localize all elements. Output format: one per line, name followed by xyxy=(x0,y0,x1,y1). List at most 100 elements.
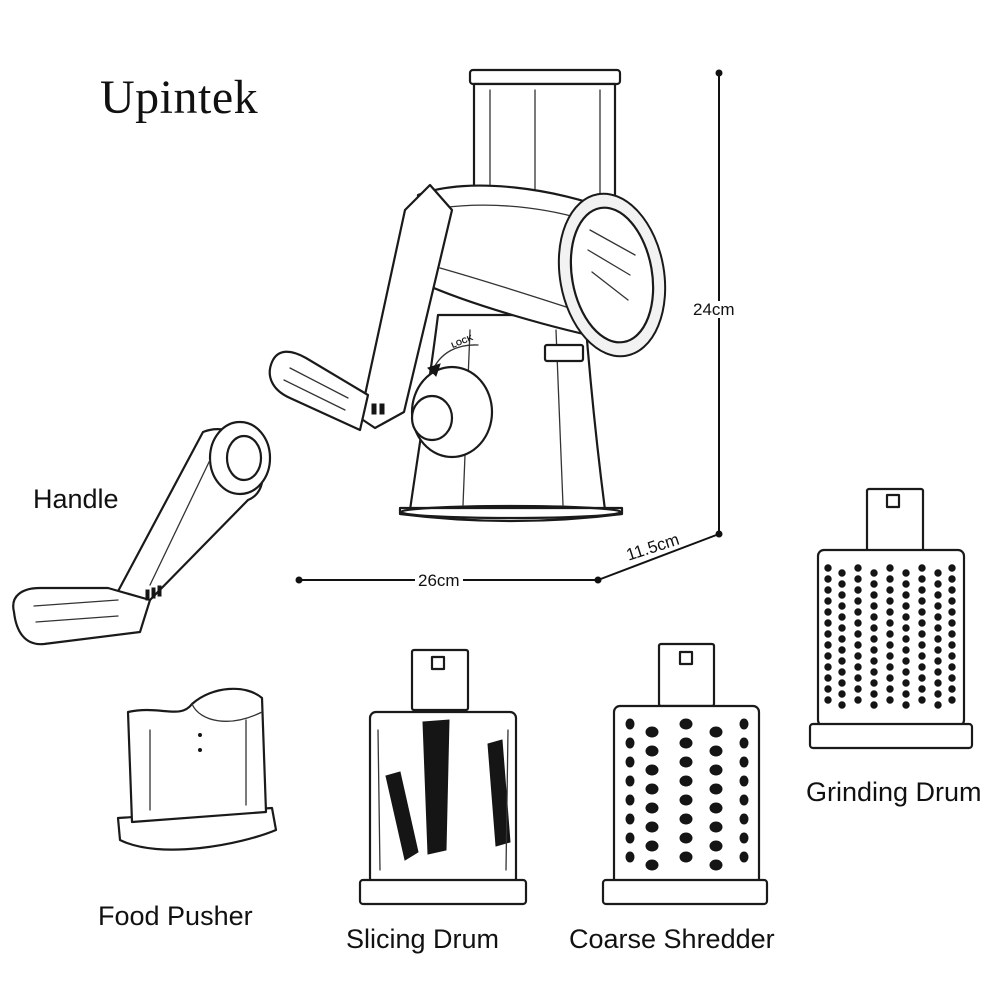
handle-illustration xyxy=(12,420,272,646)
drum-hole xyxy=(625,737,635,749)
drum-hole xyxy=(645,821,659,833)
drum-hole xyxy=(854,652,862,660)
drum-hole xyxy=(918,674,926,682)
drum-hole xyxy=(854,619,862,627)
drum-hole xyxy=(838,657,846,665)
drum-hole xyxy=(870,646,878,654)
drum-hole xyxy=(918,685,926,693)
drum-hole xyxy=(918,619,926,627)
drum-hole xyxy=(934,668,942,676)
drum-hole xyxy=(886,685,894,693)
drum-hole xyxy=(709,726,723,738)
drum-hole xyxy=(918,696,926,704)
drum-hole xyxy=(934,646,942,654)
drum-hole xyxy=(886,619,894,627)
drum-hole xyxy=(902,569,910,577)
drum-hole xyxy=(679,794,693,806)
drum-hole xyxy=(934,690,942,698)
depth-dimension-line xyxy=(597,533,720,581)
drum-hole xyxy=(886,575,894,583)
drum-hole xyxy=(902,690,910,698)
drum-hole xyxy=(854,575,862,583)
drum-hole xyxy=(679,737,693,749)
drum-hole xyxy=(934,679,942,687)
grinding-drum-illustration xyxy=(808,487,974,750)
drum-hole xyxy=(948,696,956,704)
drum-hole xyxy=(679,756,693,768)
drum-hole xyxy=(948,619,956,627)
drum-hole xyxy=(948,641,956,649)
drum-hole xyxy=(870,679,878,687)
drum-hole xyxy=(838,613,846,621)
drum-hole xyxy=(948,575,956,583)
drum-hole xyxy=(934,624,942,632)
width-dimension-label: 26cm xyxy=(415,572,463,589)
drum-hole xyxy=(854,630,862,638)
drum-hole xyxy=(854,685,862,693)
drum-hole xyxy=(886,652,894,660)
drum-hole xyxy=(934,635,942,643)
drum-hole xyxy=(709,745,723,757)
drum-hole xyxy=(838,646,846,654)
drum-hole xyxy=(870,635,878,643)
drum-hole xyxy=(739,832,749,844)
drum-hole xyxy=(739,813,749,825)
drum-hole xyxy=(854,608,862,616)
drum-hole xyxy=(870,624,878,632)
drum-hole xyxy=(838,580,846,588)
drum-hole xyxy=(838,569,846,577)
drum-hole xyxy=(918,608,926,616)
drum-hole xyxy=(902,591,910,599)
drum-hole xyxy=(934,580,942,588)
drum-hole xyxy=(870,668,878,676)
drum-hole xyxy=(838,602,846,610)
drum-hole xyxy=(709,802,723,814)
drum-hole xyxy=(824,564,832,572)
drum-hole xyxy=(709,859,723,871)
drum-hole xyxy=(679,718,693,730)
drum-hole xyxy=(625,718,635,730)
drum-hole xyxy=(902,613,910,621)
slicing-drum-label: Slicing Drum xyxy=(346,924,500,954)
drum-hole xyxy=(918,597,926,605)
drum-hole xyxy=(739,737,749,749)
drum-hole xyxy=(625,851,635,863)
drum-hole xyxy=(918,630,926,638)
drum-hole xyxy=(918,641,926,649)
drum-hole xyxy=(824,608,832,616)
drum-hole xyxy=(870,657,878,665)
drum-hole xyxy=(854,564,862,572)
drum-hole xyxy=(625,832,635,844)
drum-hole xyxy=(679,851,693,863)
drum-hole xyxy=(948,663,956,671)
brand-name: Upintek xyxy=(100,71,259,124)
drum-hole xyxy=(824,674,832,682)
drum-hole xyxy=(902,635,910,643)
drum-hole xyxy=(902,668,910,676)
drum-hole xyxy=(854,696,862,704)
drum-hole xyxy=(709,821,723,833)
drum-hole xyxy=(824,641,832,649)
drum-hole xyxy=(824,696,832,704)
drum-hole xyxy=(679,813,693,825)
drum-hole xyxy=(625,775,635,787)
drum-hole xyxy=(625,756,635,768)
drum-hole xyxy=(902,646,910,654)
drum-hole xyxy=(948,586,956,594)
drum-hole xyxy=(902,701,910,709)
drum-hole xyxy=(645,783,659,795)
drum-hole xyxy=(838,635,846,643)
drum-hole xyxy=(645,802,659,814)
drum-hole xyxy=(886,597,894,605)
drum-hole xyxy=(886,663,894,671)
drum-hole xyxy=(838,668,846,676)
drum-hole xyxy=(838,591,846,599)
drum-hole xyxy=(854,586,862,594)
drum-hole xyxy=(739,775,749,787)
drum-hole xyxy=(645,859,659,871)
drum-hole xyxy=(934,613,942,621)
drum-hole xyxy=(918,652,926,660)
drum-hole xyxy=(870,602,878,610)
